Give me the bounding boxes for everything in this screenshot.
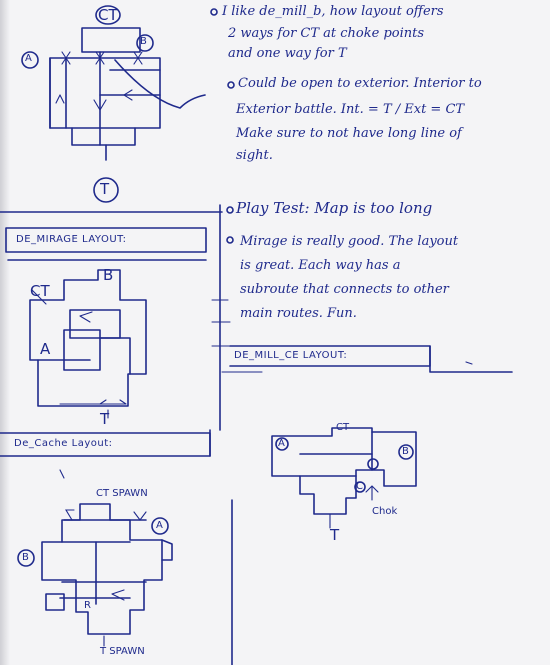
note-line: sight. [236,146,273,166]
mill-b-a-label: A [25,53,32,64]
note-line: Mirage is really good. The layout [240,232,458,252]
mill-ce-t-label: T [330,526,339,544]
cache-a-label: A [156,520,163,531]
note-line: I like de_mill_b, how layout offers [222,2,444,22]
cache-ct-spawn-label: CT SPAWN [96,488,148,499]
note-line: subroute that connects to other [240,280,449,300]
mirage-section-title: DE_MIRAGE LAYOUT: [16,234,127,245]
note-line: 2 ways for CT at choke points [228,24,424,44]
cache-r-label: R [84,600,91,611]
mill-b-b-label: B [140,36,147,47]
note-line: Make sure to not have long line of [236,124,462,144]
mill-ce-a-label: A [278,438,285,449]
cache-layout-sketch [18,504,172,646]
note-line: Exterior battle. Int. = T / Ext = CT [236,100,464,120]
mirage-a-label: A [40,340,50,358]
cache-t-spawn-label: T SPAWN [100,646,145,657]
mill-ce-choke-label: Chok [372,506,397,517]
mill-ce-section-frame [222,346,512,665]
note-line: and one way for T [228,44,347,64]
mill-ce-ct-label: CT [336,422,349,433]
cache-section-title: De_Cache Layout: [14,438,113,449]
cache-b-label: B [22,552,29,563]
mirage-t-label: T [100,410,109,428]
note-line: is great. Each way has a [240,256,401,276]
mill-b-layout-sketch [22,6,205,202]
mill-b-t-label: T [100,180,109,198]
note-line: Could be open to exterior. Interior to [238,74,482,94]
note-line: Play Test: Map is too long [236,198,432,218]
mill-b-ct-label: CT [98,6,118,24]
mill-ce-b-label: B [402,446,409,457]
note-line: main routes. Fun. [240,304,357,324]
mirage-ct-label: CT [30,282,50,300]
mirage-b-label: B [103,266,113,284]
mill-ce-section-title: DE_MILL_CE LAYOUT: [234,350,347,361]
mill-ce-c-label: C [356,481,363,492]
